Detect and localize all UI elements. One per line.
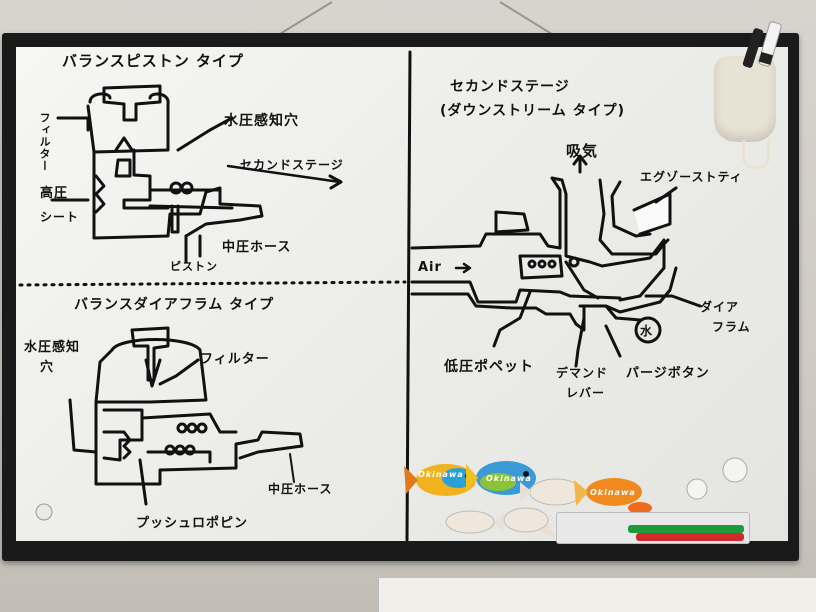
fish-magnet-5: [446, 511, 504, 533]
round-magnet-2: [687, 479, 707, 499]
fish-magnet-1: [404, 464, 476, 496]
fish-text-2: Okinawa: [486, 474, 532, 483]
green-marker: [628, 525, 744, 533]
fish-text-1: Okinawa: [418, 470, 464, 479]
round-magnet-3: [36, 504, 52, 520]
red-marker: [636, 533, 744, 541]
fish-magnet-6: [504, 508, 558, 540]
round-magnet-1: [723, 458, 747, 482]
fish-text-3: Okinawa: [590, 488, 636, 497]
